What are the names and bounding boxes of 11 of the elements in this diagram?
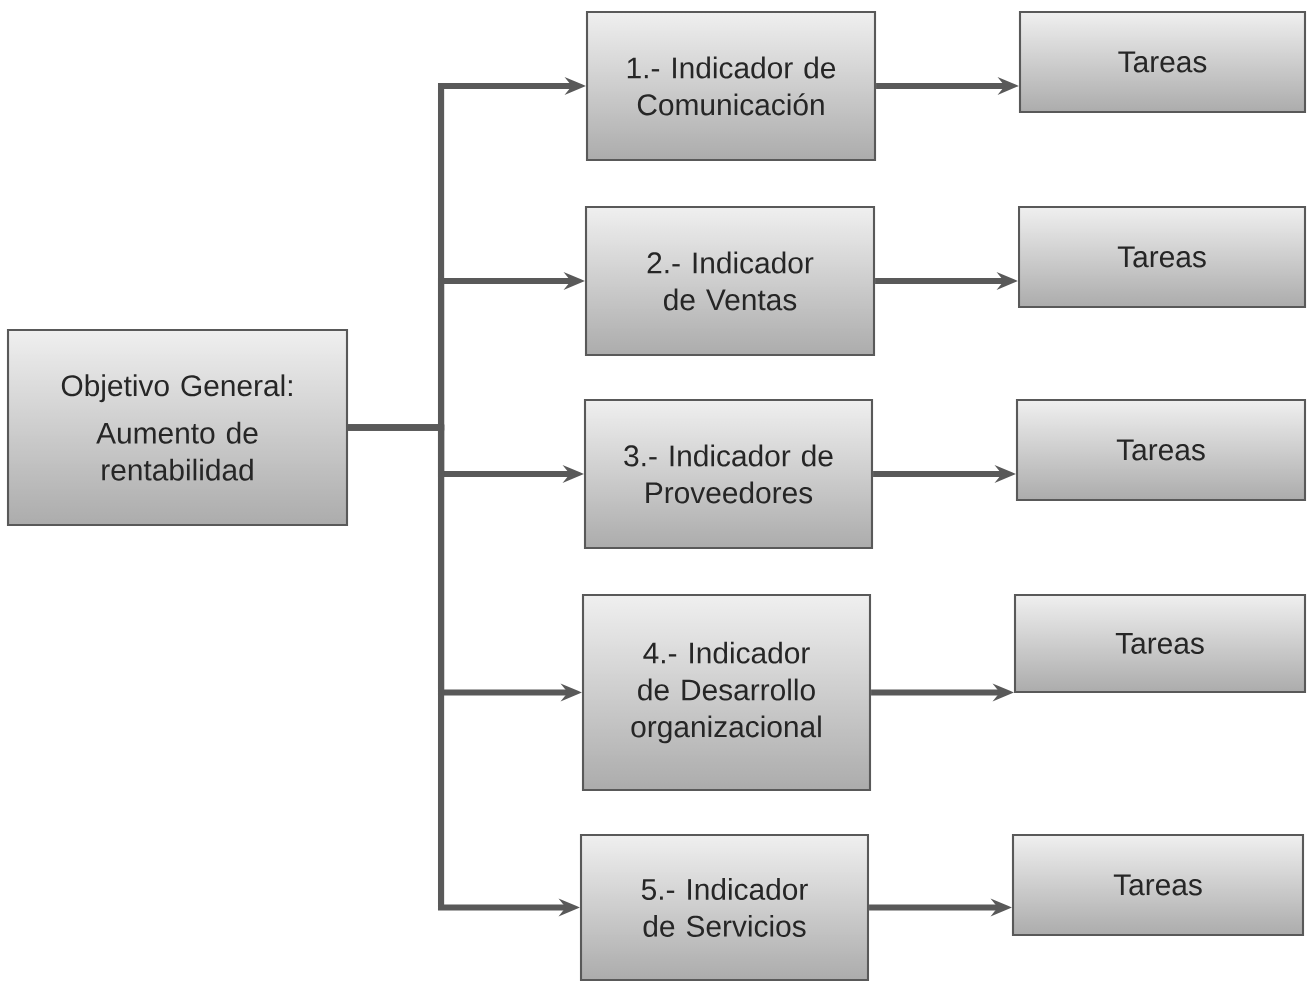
process-box: Tareas bbox=[1015, 398, 1307, 502]
process-box: Tareas bbox=[1013, 593, 1307, 694]
process-box: 1.- Indicador de Comunicación bbox=[585, 10, 877, 162]
process-box: Tareas bbox=[1018, 10, 1307, 114]
process-box: 2.- Indicador de Ventas bbox=[584, 205, 876, 357]
process-box: Tareas bbox=[1011, 833, 1305, 937]
process-box: 4.- Indicador de Desarrollo organizacional bbox=[581, 593, 872, 792]
process-box: 3.- Indicador de Proveedores bbox=[583, 398, 874, 550]
process-box: Tareas bbox=[1017, 205, 1307, 309]
process-box: 5.- Indicador de Servicios bbox=[579, 833, 870, 981]
process-box: Objetivo General: Aumento de rentabilidad bbox=[6, 328, 349, 527]
